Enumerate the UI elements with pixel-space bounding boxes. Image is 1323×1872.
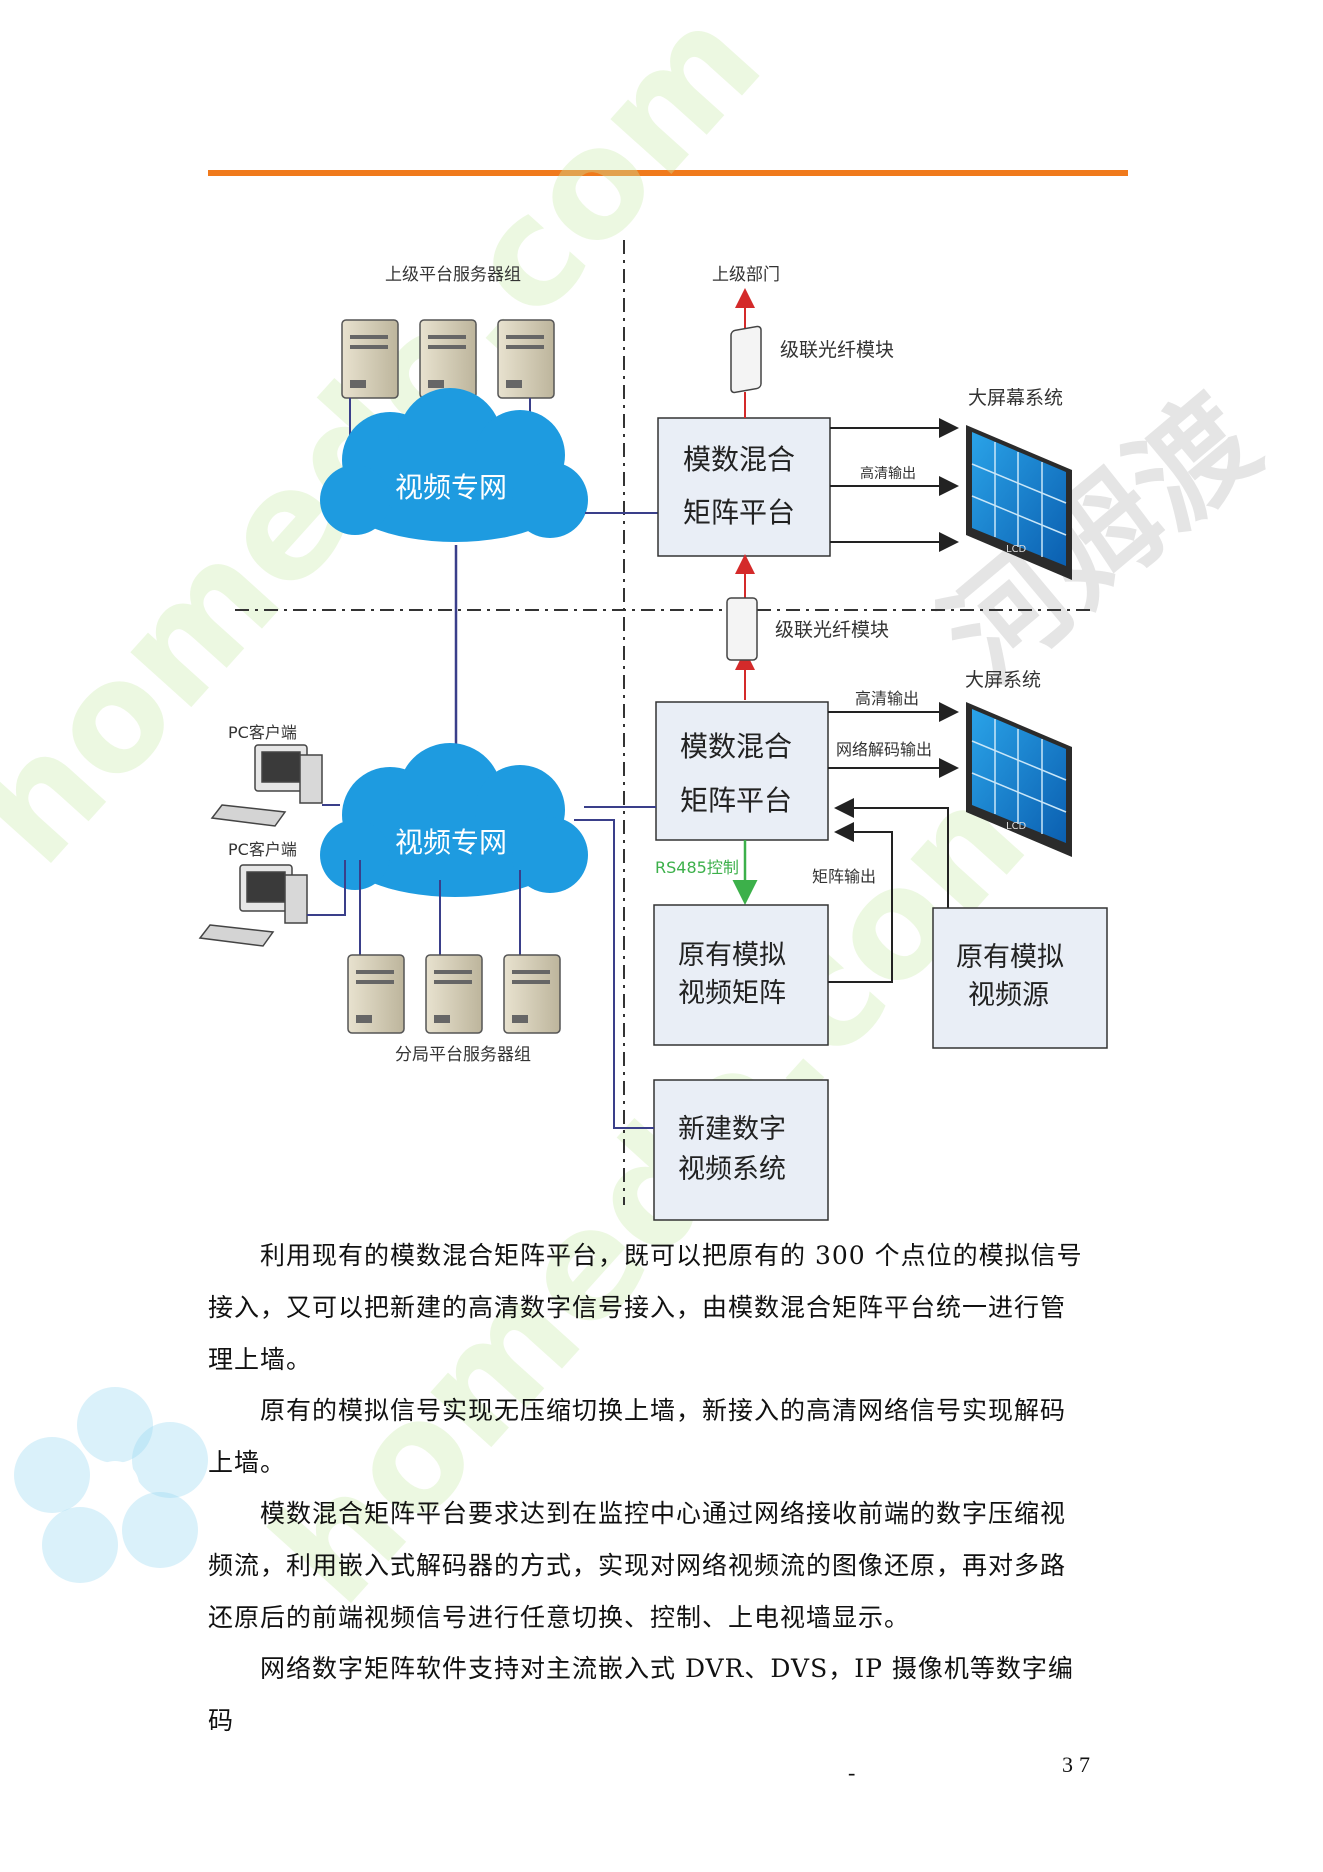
svg-text:原有模拟: 原有模拟: [956, 942, 1064, 973]
svg-text:视频源: 视频源: [968, 980, 1049, 1011]
rs485-label: RS485控制: [655, 858, 739, 877]
server-icon: [341, 319, 555, 399]
cloud-icon: [320, 743, 588, 897]
svg-text:LCD: LCD: [1006, 544, 1027, 555]
svg-text:LCD: LCD: [1006, 821, 1027, 832]
matrix-platform-bottom: [655, 701, 829, 841]
svg-text:原有模拟: 原有模拟: [678, 940, 786, 971]
hd-output-bottom: 高清输出: [855, 689, 919, 708]
paragraph-3: 模数混合矩阵平台要求达到在监控中心通过网络接收前端的数字压缩视频流，利用嵌入式解…: [208, 1499, 1067, 1632]
svg-text:矩阵平台: 矩阵平台: [683, 496, 795, 529]
fiber-module-icon: [730, 325, 762, 394]
pc-client-icon: [198, 864, 308, 947]
branch-servers-label: 分局平台服务器组: [395, 1045, 531, 1065]
network-diagram: 上级平台服务器组 视频专网 模数混合 矩阵平台 上级部门 级联光纤模块 高清输出…: [198, 240, 1108, 1221]
upper-servers-label: 上级平台服务器组: [385, 265, 521, 285]
pc-client-1-label: PC客户端: [228, 723, 297, 742]
matrix-platform-top: [657, 417, 831, 557]
net-decode-output: 网络解码输出: [836, 740, 932, 759]
page-number: 37: [1062, 1752, 1096, 1777]
fiber-module-top-label: 级联光纤模块: [780, 339, 894, 361]
legacy-video-matrix: [653, 904, 829, 1046]
video-wall-icon: LCD: [966, 425, 1072, 580]
pc-client-icon: [210, 744, 323, 827]
new-digital-video-system: [653, 1079, 829, 1221]
video-wall-icon: LCD: [966, 702, 1072, 857]
svg-text:矩阵平台: 矩阵平台: [680, 784, 792, 817]
hd-output-top: 高清输出: [860, 465, 916, 482]
cloud-bottom-label: 视频专网: [395, 826, 507, 859]
matrix-output-label: 矩阵输出: [812, 867, 876, 886]
fiber-module-mid-label: 级联光纤模块: [775, 619, 889, 641]
pc-client-2-label: PC客户端: [228, 840, 297, 859]
paragraph-4: 网络数字矩阵软件支持对主流嵌入式 DVR、DVS，IP 摄像机等数字编码: [208, 1654, 1074, 1735]
paragraph-1: 利用现有的模数混合矩阵平台，既可以把原有的 300 个点位的模拟信号接入，又可以…: [208, 1241, 1083, 1374]
svg-text:视频系统: 视频系统: [678, 1154, 786, 1185]
fiber-module-icon: [726, 597, 758, 661]
svg-text:视频矩阵: 视频矩阵: [678, 978, 786, 1009]
header-rule: [208, 170, 1128, 176]
svg-text:新建数字: 新建数字: [678, 1114, 786, 1145]
big-screen-bottom-label: 大屏系统: [965, 669, 1041, 691]
server-icon: [347, 954, 561, 1034]
footer-dash: -: [848, 1760, 856, 1785]
cloud-icon: [320, 388, 588, 542]
paragraph-2: 原有的模拟信号实现无压缩切换上墙，新接入的高清网络信号实现解码上墙。: [208, 1396, 1067, 1477]
cloud-top-label: 视频专网: [395, 471, 507, 504]
watermark-flower-icon: [14, 1387, 208, 1583]
upper-dept-label: 上级部门: [712, 265, 780, 285]
big-screen-top-label: 大屏幕系统: [968, 387, 1063, 409]
svg-text:模数混合: 模数混合: [683, 443, 795, 476]
svg-text:模数混合: 模数混合: [680, 730, 792, 763]
legacy-video-source: [932, 907, 1108, 1049]
